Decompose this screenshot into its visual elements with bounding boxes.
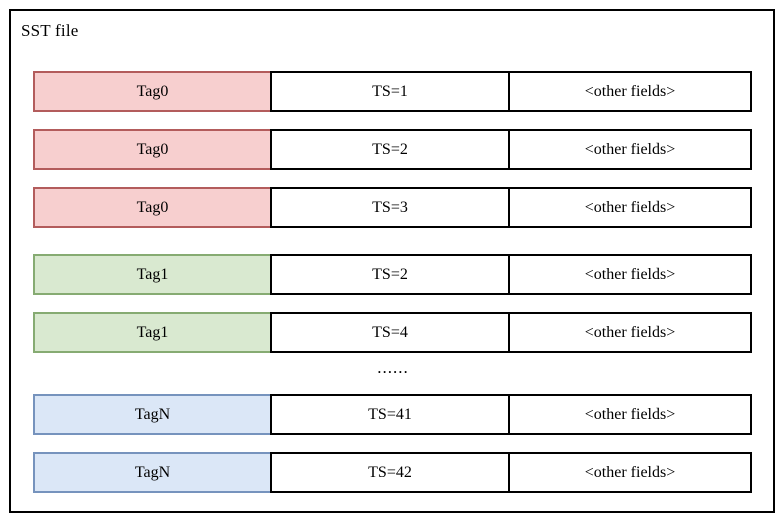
record-tag-cell: Tag1 [33,312,272,353]
record-timestamp-cell: TS=4 [270,312,510,353]
record-tag-cell: Tag0 [33,129,272,170]
record-timestamp-cell: TS=2 [270,254,510,295]
record-other-fields-cell: <other fields> [508,452,752,493]
record-timestamp-cell: TS=1 [270,71,510,112]
record-timestamp-cell: TS=3 [270,187,510,228]
records-ellipsis: ...... [377,358,409,377]
record-other-fields-cell: <other fields> [508,254,752,295]
record-timestamp-cell: TS=42 [270,452,510,493]
record-other-fields-cell: <other fields> [508,394,752,435]
record-tag-cell: Tag0 [33,187,272,228]
record-timestamp-cell: TS=41 [270,394,510,435]
record-other-fields-cell: <other fields> [508,312,752,353]
record-tag-cell: TagN [33,394,272,435]
record-tag-cell: Tag0 [33,71,272,112]
record-timestamp-cell: TS=2 [270,129,510,170]
record-tag-cell: Tag1 [33,254,272,295]
record-other-fields-cell: <other fields> [508,187,752,228]
record-other-fields-cell: <other fields> [508,129,752,170]
record-other-fields-cell: <other fields> [508,71,752,112]
record-tag-cell: TagN [33,452,272,493]
sst-file-title: SST file [21,21,79,40]
